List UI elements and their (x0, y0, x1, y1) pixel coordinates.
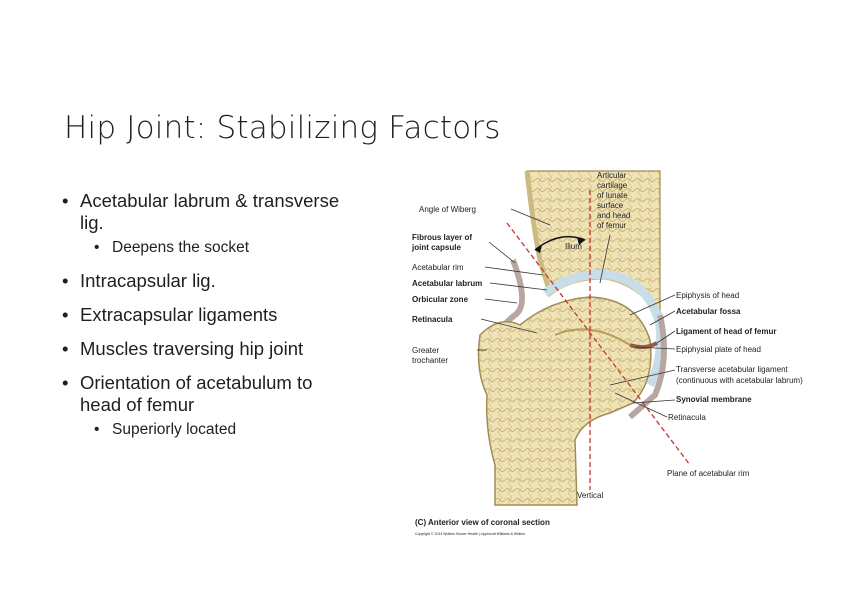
bullet-item: • Acetabular labrum & transverse lig. (62, 190, 407, 234)
label-retinacula-left: Retinacula (412, 315, 453, 324)
bullet-item: • Extracapsular ligaments (62, 304, 407, 326)
angle-arrow-left (535, 245, 542, 253)
label-acetabular-fossa: Acetabular fossa (676, 307, 741, 316)
bullet-item: • Muscles traversing hip joint (62, 338, 407, 360)
bullet-glyph: • (94, 421, 100, 438)
epiphysial-plate (554, 328, 631, 346)
label-vertical: Vertical (577, 491, 603, 500)
label-articular-cartilage-1: Articular (597, 171, 627, 180)
label-ligament-of-head: Ligament of head of femur (676, 327, 776, 336)
bullet-text: Extracapsular ligaments (80, 304, 278, 325)
label-greater-trochanter-1: Greater (412, 346, 439, 355)
bullet-text: Muscles traversing hip joint (80, 338, 304, 359)
label-articular-cartilage-3: of lunate (597, 191, 628, 200)
sub-bullet-item: • Deepens the socket (94, 238, 407, 258)
bullet-glyph: • (62, 190, 69, 211)
label-plane-of-rim: Plane of acetabular rim (667, 469, 750, 478)
sub-bullet-text: Deepens the socket (112, 239, 250, 256)
label-articular-cartilage-6: of femur (597, 221, 627, 230)
leader-lines (477, 208, 676, 418)
bullet-glyph: • (62, 270, 69, 291)
bullet-text: Acetabular labrum & transverse (80, 190, 340, 211)
label-angle-of-wiberg: Angle of Wiberg (419, 205, 476, 214)
bullet-glyph: • (94, 239, 100, 256)
bullet-glyph: • (62, 338, 69, 359)
bullet-text-cont: head of femur (80, 394, 195, 415)
angle-arrow-right (577, 237, 585, 245)
label-transverse-lig-1: Transverse acetabular ligament (676, 365, 789, 374)
label-ilium: Ilium (565, 242, 582, 251)
label-fibrous-layer-1: Fibrous layer of (412, 233, 472, 242)
plane-of-rim-line (506, 222, 691, 466)
figure-caption: (C) Anterior view of coronal section (415, 518, 550, 527)
bullet-item: • Intracapsular lig. (62, 270, 407, 292)
figure-copyright: Copyright © 2014 Wolters Kluwer Health |… (415, 532, 525, 536)
label-articular-cartilage-4: surface (597, 201, 624, 210)
label-epiphysis-of-head: Epiphysis of head (676, 291, 739, 300)
label-transverse-lig-2: (continuous with acetabular labrum) (676, 376, 803, 385)
bullet-glyph: • (62, 304, 69, 325)
label-fibrous-layer-2: joint capsule (411, 243, 461, 252)
bullet-list: • Acetabular labrum & transverse lig. • … (62, 190, 407, 440)
label-epiphysial-plate: Epiphysial plate of head (676, 345, 761, 354)
label-synovial-membrane: Synovial membrane (676, 395, 752, 404)
bullet-text: Intracapsular lig. (80, 270, 216, 291)
femur-bone (477, 296, 652, 506)
sub-bullet-text: Superiorly located (112, 421, 237, 438)
bullet-text-cont: lig. (80, 212, 104, 233)
label-articular-cartilage-5: and head (597, 211, 630, 220)
label-retinacula-right: Retinacula (668, 413, 706, 422)
bullet-item: • Orientation of acetabulum to head of f… (62, 372, 407, 416)
sub-bullet-item: • Superiorly located (94, 420, 407, 440)
label-orbicular-zone: Orbicular zone (412, 295, 469, 304)
label-greater-trochanter-2: trochanter (412, 356, 448, 365)
hip-joint-illustration: Articular cartilage of lunate surface an… (411, 170, 803, 536)
articular-cartilage (542, 269, 665, 388)
label-articular-cartilage-2: cartilage (597, 181, 628, 190)
label-acetabular-labrum: Acetabular labrum (412, 279, 482, 288)
slide-title: Hip Joint: Stabilizing Factors (64, 110, 501, 146)
bullet-text: Orientation of acetabulum to (80, 372, 313, 393)
bullet-glyph: • (62, 372, 69, 393)
label-acetabular-rim: Acetabular rim (412, 263, 464, 272)
ligament-of-head (629, 341, 659, 350)
